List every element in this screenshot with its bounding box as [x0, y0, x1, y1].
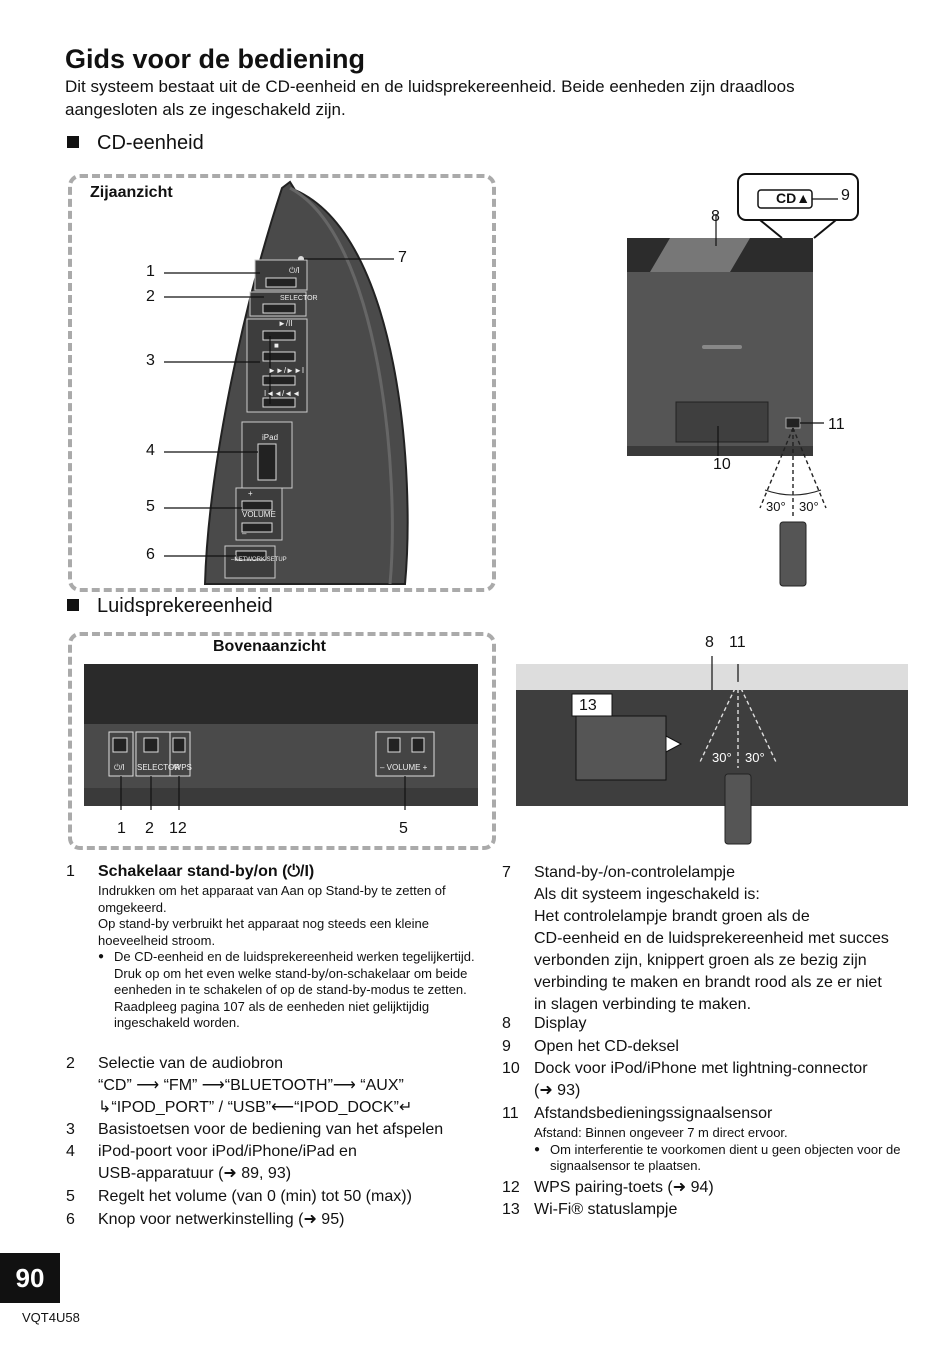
speaker-top-illustration	[84, 664, 478, 810]
speaker-callout-5: 5	[399, 820, 408, 837]
callout-3: 3	[146, 352, 155, 369]
speaker-wps-label: -WPS	[171, 763, 192, 772]
next-label: ►►/►►I	[268, 366, 305, 375]
play-pause-label: ►/II	[278, 319, 293, 328]
stop-label: ■	[274, 341, 279, 350]
cd-open-button-label: CD▲	[776, 190, 811, 206]
section-speaker-unit: Luidsprekereenheid	[67, 595, 273, 618]
callout-11: 11	[828, 416, 845, 433]
volume-minus-label: –	[242, 529, 247, 538]
callout-6: 6	[146, 546, 155, 563]
side-view-label: Zijaanzicht	[90, 184, 173, 201]
speaker-callout-2: 2	[145, 820, 154, 837]
section-cd-unit: CD-eenheid	[67, 132, 204, 155]
callout-7: 7	[398, 249, 407, 266]
ipad-port-label: iPad	[262, 433, 279, 442]
speaker-callout-1: 1	[117, 820, 126, 837]
prev-label: I◄◄/◄◄	[264, 389, 301, 398]
side-view-panel	[68, 174, 496, 592]
speaker-volume-label: – VOLUME +	[380, 763, 428, 772]
speaker-front-illustration	[516, 656, 908, 845]
intro-text: Dit systeem bestaat uit de CD-eenheid en…	[65, 77, 795, 119]
speaker-callout-13: 13	[579, 697, 597, 714]
square-bullet-icon	[67, 599, 79, 611]
speaker-angle-left: 30°	[712, 750, 732, 765]
callout-9: 9	[841, 187, 850, 204]
network-setup-label: –NETWORK SETUP	[231, 557, 287, 563]
cd-unit-side-illustration	[164, 180, 409, 585]
callout-5: 5	[146, 498, 155, 515]
callout-2: 2	[146, 288, 155, 305]
volume-label: VOLUME	[242, 510, 276, 519]
speaker-callout-11: 11	[729, 634, 746, 651]
callout-4: 4	[146, 442, 155, 459]
page-title: Gids voor de bediening	[65, 44, 366, 74]
top-view-label: Bovenaanzicht	[213, 638, 326, 655]
document-code: VQT4U58	[22, 1310, 80, 1325]
speaker-callout-8: 8	[705, 634, 714, 651]
speaker-angle-right: 30°	[745, 750, 765, 765]
power-button-label: ⏻/I	[289, 266, 300, 275]
callout-10: 10	[713, 456, 731, 473]
angle-right: 30°	[799, 499, 819, 514]
square-bullet-icon	[67, 136, 79, 148]
top-view-panel	[68, 632, 496, 850]
page-number: 90	[0, 1253, 60, 1303]
volume-plus-label: +	[248, 489, 253, 498]
angle-left: 30°	[766, 499, 786, 514]
speaker-power-label: ⏻/I	[114, 763, 125, 772]
callout-1: 1	[146, 263, 155, 280]
selector-button-label: SELECTOR	[280, 295, 318, 302]
speaker-callout-12: 12	[169, 820, 187, 837]
cd-unit-front-illustration	[627, 173, 859, 587]
speaker-selector-label: SELECTOR	[137, 763, 180, 772]
callout-8: 8	[711, 208, 720, 225]
